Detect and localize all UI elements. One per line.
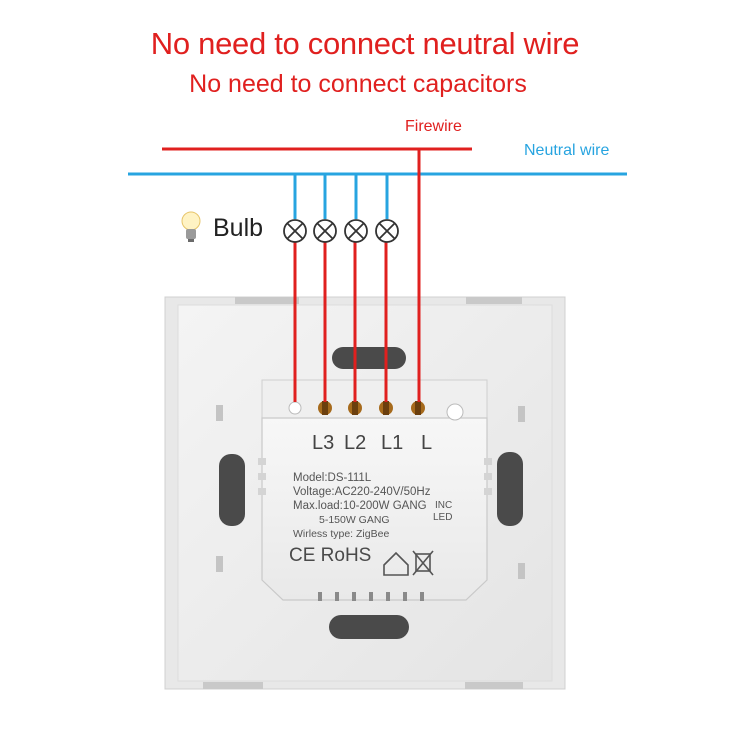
lightbulb-icon xyxy=(181,211,201,242)
plate-clip xyxy=(466,297,522,304)
module-vents xyxy=(318,592,424,601)
load-wires xyxy=(293,242,388,402)
plate-clip xyxy=(203,682,263,689)
module-inc: INC xyxy=(435,500,453,511)
plate-notch xyxy=(518,406,525,422)
module-model: Model:DS-111L xyxy=(293,472,372,484)
terminal-label-l2: L2 xyxy=(344,432,367,454)
bulb-symbols xyxy=(283,219,399,243)
module-led-load: 5-150W GANG xyxy=(319,514,390,526)
terminal-label-l: L xyxy=(421,432,433,454)
module-cert-marks: CE RoHS xyxy=(289,545,372,566)
neutral-drops xyxy=(293,174,389,219)
module-max-load: Max.load:10-200W GANG xyxy=(293,500,427,512)
neutral-wire-label: Neutral wire xyxy=(524,142,610,159)
mount-slot-right xyxy=(497,452,523,526)
weee-bin-icon xyxy=(412,550,434,576)
firewire-label: Firewire xyxy=(405,118,462,135)
plate-clip xyxy=(465,682,523,689)
terminal-label-l3: L3 xyxy=(312,432,335,454)
headline-capacitors: No need to connect capacitors xyxy=(189,70,527,98)
module-ribs xyxy=(258,458,492,495)
mount-slot-top xyxy=(332,347,406,369)
plate-notch xyxy=(216,405,223,421)
house-icon xyxy=(383,551,409,576)
terminal-screws xyxy=(288,401,464,421)
plate-notch xyxy=(518,563,525,579)
module-wireless: Wirless type: ZigBee xyxy=(293,528,390,540)
plate-notch xyxy=(216,556,223,572)
headline-neutral: No need to connect neutral wire xyxy=(150,26,580,61)
module-led: LED xyxy=(433,512,453,523)
mount-slot-bottom xyxy=(329,615,409,639)
mount-slot-left xyxy=(219,454,245,526)
plate-clip xyxy=(235,297,299,304)
bulb-label: Bulb xyxy=(213,214,264,242)
terminal-label-l1: L1 xyxy=(381,432,404,454)
module-voltage: Voltage:AC220-240V/50Hz xyxy=(293,486,431,498)
